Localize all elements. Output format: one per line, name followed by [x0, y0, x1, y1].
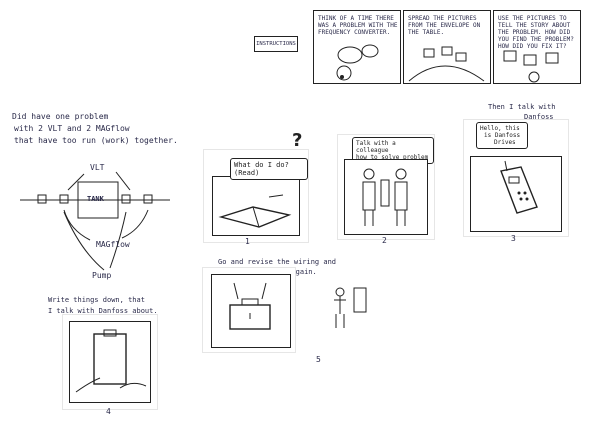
instruction-panel-3: USE THE PICTURES TO TELL THE STORY ABOUT…	[493, 10, 581, 84]
step-number-3: 3	[511, 234, 516, 243]
read-speech-bubble: What do I do? (Read)	[230, 158, 308, 180]
phone-bubble-line1: Hello, this	[480, 125, 520, 132]
problem-note-line2: with 2 VLT and 2 MAGflow	[14, 124, 130, 133]
mobile-phone-icon	[500, 160, 538, 214]
toolbox-icon	[229, 282, 271, 330]
colleague-bubble-line2: how to solve problem	[356, 154, 429, 161]
person-with-cabinet-icon	[334, 287, 367, 328]
write-down-note-line1: Write things down, that	[48, 296, 145, 304]
card-phone: Hello, this is Danfoss Drives	[464, 120, 568, 236]
talk-danfoss-note-line1: Then I talk with	[488, 103, 556, 111]
problem-note-line3: that have too run (work) together.	[14, 136, 178, 145]
revise-note-line1: Go and revise the wiring and	[218, 258, 337, 266]
card-read-book-frame	[212, 176, 300, 236]
storytelling-icon	[503, 50, 559, 83]
instructions-tab: INSTRUCTIONS	[254, 36, 298, 52]
card-toolbox	[203, 268, 295, 352]
spread-pictures-icon	[408, 46, 485, 82]
step-number-1: 1	[245, 237, 250, 246]
write-down-note: Write things down, that I talk with Danf…	[48, 295, 158, 317]
write-down-note-line2: I talk with Danfoss about.	[48, 307, 158, 315]
card-phone-frame	[470, 156, 562, 232]
talk-danfoss-note-line2: Danfoss	[524, 113, 554, 121]
pump-label: Pump	[92, 271, 112, 280]
phone-bubble-line2: is Danfoss	[484, 132, 521, 139]
problem-note-line1: Did have one problem	[12, 112, 109, 121]
vlt-label: VLT	[90, 163, 105, 172]
step-number-4: 4	[106, 407, 111, 416]
magflow-label: MAGflow	[96, 240, 130, 249]
phone-speech-bubble: Hello, this is Danfoss Drives	[476, 122, 528, 149]
step-number-2: 2	[382, 236, 387, 245]
card-colleague: Talk with a colleague how to solve probl…	[338, 135, 434, 239]
problem-note: Did have one problem with 2 VLT and 2 MA…	[12, 111, 178, 147]
instruction-panel-2-text: SPREAD THE PICTURES FROM THE ENVELOPE ON…	[408, 15, 481, 36]
tank-label: TANK	[87, 195, 104, 203]
card-read-book: What do I do? (Read)	[204, 150, 308, 242]
system-diagram	[20, 171, 170, 271]
instruction-panel-1-text: THINK OF A TIME THERE WAS A PROBLEM WITH…	[318, 15, 398, 36]
instruction-panel-1: THINK OF A TIME THERE WAS A PROBLEM WITH…	[313, 10, 401, 84]
two-people-icon	[362, 168, 408, 226]
colleague-bubble-line1: Talk with a colleague	[356, 140, 396, 154]
clipboard-icon	[75, 329, 147, 393]
open-book-icon	[218, 194, 292, 228]
thinking-head-icon	[336, 44, 379, 81]
instruction-panel-2: SPREAD THE PICTURES FROM THE ENVELOPE ON…	[403, 10, 491, 84]
card-colleague-frame	[344, 159, 428, 235]
talk-danfoss-note: Then I talk with Danfoss	[488, 102, 555, 122]
card-clipboard	[63, 315, 157, 409]
step-number-5: 5	[316, 355, 321, 364]
question-mark: ?	[292, 130, 303, 151]
phone-bubble-line3: Drives	[494, 139, 516, 146]
card-clipboard-frame	[69, 321, 151, 403]
instruction-panel-3-text: USE THE PICTURES TO TELL THE STORY ABOUT…	[498, 15, 574, 50]
card-toolbox-frame	[211, 274, 291, 348]
